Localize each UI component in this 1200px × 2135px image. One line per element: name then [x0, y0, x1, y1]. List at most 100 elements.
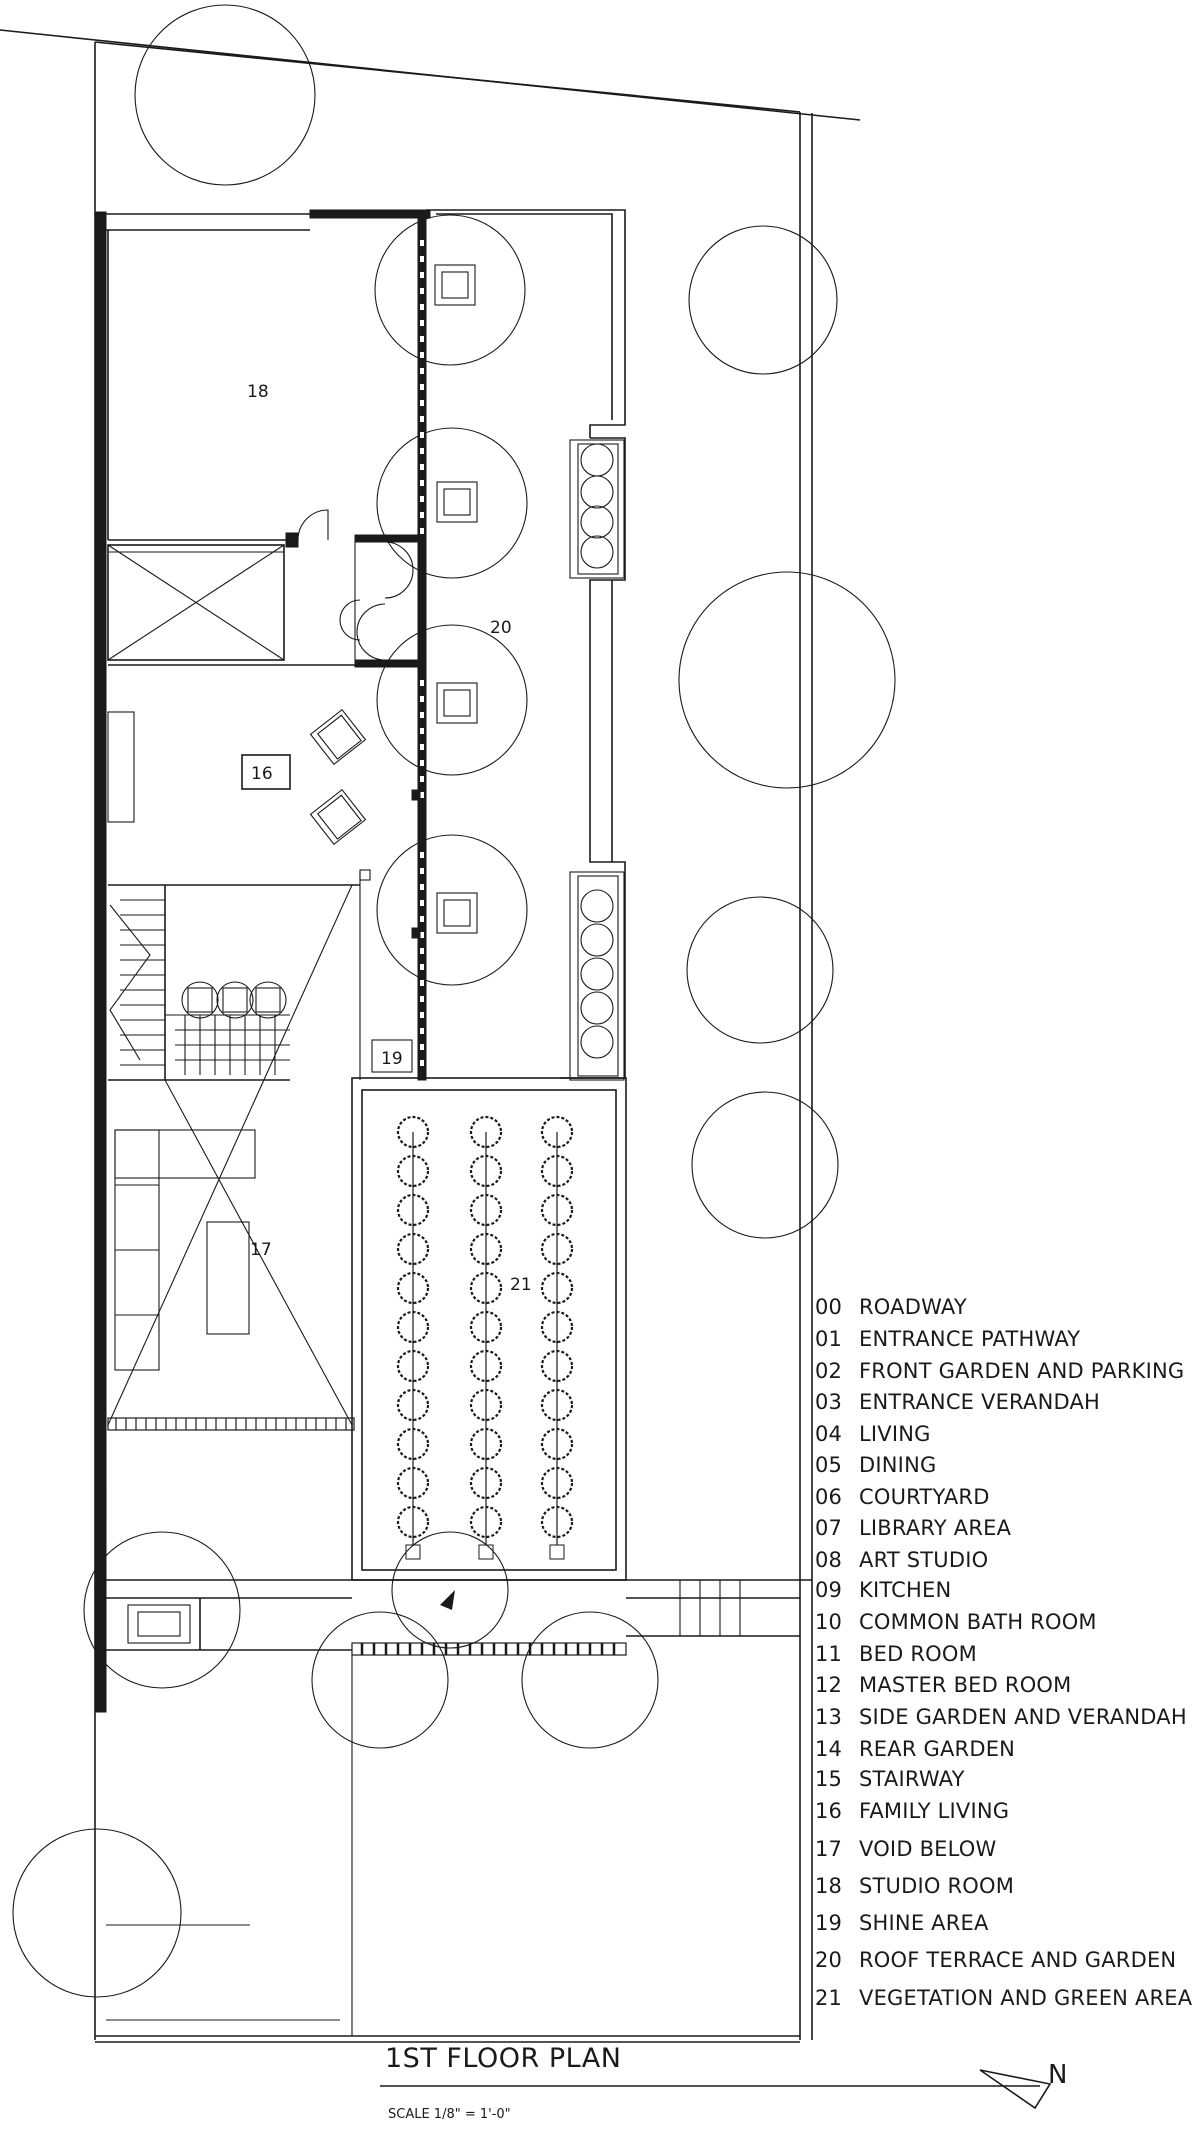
- legend-label: COURTYARD: [859, 1485, 990, 1509]
- legend-item: 10 COMMON BATH ROOM: [815, 1610, 1097, 1640]
- legend-number: 06: [815, 1485, 843, 1509]
- legend-label: VEGETATION AND GREEN AREA: [859, 1986, 1193, 2010]
- shrub-icon: [540, 1115, 574, 1149]
- legend-label: ROOF TERRACE AND GARDEN: [859, 1948, 1177, 1972]
- legend-item: 02 FRONT GARDEN AND PARKING: [815, 1359, 1184, 1389]
- legend-number: 01: [815, 1327, 843, 1351]
- north-arrow-icon: [979, 2069, 1052, 2110]
- room-tag-19: 19: [381, 1049, 403, 1069]
- lobby-doors: [339, 534, 421, 668]
- legend-label: STAIRWAY: [859, 1767, 965, 1791]
- shrub-icon: [396, 1115, 430, 1149]
- legend-number: 16: [815, 1799, 843, 1823]
- shrub-row-base: [549, 1544, 565, 1560]
- legend-number: 12: [815, 1673, 843, 1697]
- legend-item: 19 SHINE AREA: [815, 1911, 989, 1941]
- legend-number: 19: [815, 1911, 843, 1935]
- legend-number: 21: [815, 1986, 843, 2010]
- legend-item: 01 ENTRANCE PATHWAY: [815, 1327, 1080, 1357]
- shine-area: [371, 1039, 413, 1073]
- family-living-area: [107, 664, 420, 881]
- room-tags: 18 20 16 19 17 21: [247, 382, 532, 1295]
- shrub-row-base: [478, 1544, 494, 1560]
- legend-item: 20 ROOF TERRACE AND GARDEN: [815, 1948, 1176, 1978]
- legend-item: 18 STUDIO ROOM: [815, 1874, 1014, 1904]
- shrub-planter-upper: [569, 439, 625, 579]
- shrub-planter-lower: [569, 871, 625, 1081]
- legend-number: 18: [815, 1874, 843, 1898]
- legend-item: 16 FAMILY LIVING: [815, 1799, 1009, 1829]
- legend-number: 10: [815, 1610, 843, 1634]
- legend-item: 09 KITCHEN: [815, 1578, 951, 1608]
- legend-label: FRONT GARDEN AND PARKING: [859, 1359, 1185, 1383]
- legend-item: 11 BED ROOM: [815, 1642, 977, 1672]
- shrub-row-base: [405, 1544, 421, 1560]
- legend-number: 14: [815, 1737, 843, 1761]
- legend-number: 04: [815, 1422, 843, 1446]
- legend-number: 02: [815, 1359, 843, 1383]
- legend-label: ROADWAY: [859, 1295, 967, 1319]
- site-boundary: [0, 29, 861, 2043]
- legend-label: LIBRARY AREA: [859, 1516, 1012, 1540]
- legend-number: 07: [815, 1516, 843, 1540]
- legend-label: REAR GARDEN: [859, 1737, 1016, 1761]
- legend-label: SIDE GARDEN AND VERANDAH: [859, 1705, 1187, 1729]
- legend-label: ART STUDIO: [859, 1548, 989, 1572]
- legend-label: COMMON BATH ROOM: [859, 1610, 1097, 1634]
- void-below: [107, 884, 355, 1431]
- drawing-title: 1ST FLOOR PLAN: [385, 2043, 622, 2074]
- room-tag-16: 16: [251, 764, 273, 784]
- legend-number: 09: [815, 1578, 843, 1602]
- legend-item: 05 DINING: [815, 1453, 936, 1483]
- legend-number: 15: [815, 1767, 843, 1791]
- legend-item: 14 REAR GARDEN: [815, 1737, 1015, 1767]
- legend-number: 13: [815, 1705, 843, 1729]
- legend-item: 03 ENTRANCE VERANDAH: [815, 1390, 1100, 1420]
- main-wall: [95, 211, 107, 1713]
- legend-number: 11: [815, 1642, 843, 1666]
- room-tag-18: 18: [247, 382, 269, 402]
- legend-number: 08: [815, 1548, 843, 1572]
- legend-label: STUDIO ROOM: [859, 1874, 1015, 1898]
- legend-label: DINING: [859, 1453, 937, 1477]
- legend-label: ENTRANCE PATHWAY: [859, 1327, 1081, 1351]
- stairway: [108, 872, 361, 1081]
- room-tag-21: 21: [510, 1275, 532, 1295]
- tree-canopies: [12, 4, 896, 1998]
- legend-item: 15 STAIRWAY: [815, 1767, 965, 1797]
- legend-item: 12 MASTER BED ROOM: [815, 1673, 1071, 1703]
- legend-number: 17: [815, 1837, 843, 1861]
- shrub-icon: [469, 1115, 503, 1149]
- legend-item: 04 LIVING: [815, 1422, 931, 1452]
- vegetation-area: [351, 1077, 627, 1581]
- legend-label: KITCHEN: [859, 1578, 952, 1602]
- legend-label: BED ROOM: [859, 1642, 977, 1666]
- legend-label: MASTER BED ROOM: [859, 1673, 1072, 1697]
- legend-label: SHINE AREA: [859, 1911, 989, 1935]
- rear-courtyard: [106, 1579, 812, 2036]
- legend-label: ENTRANCE VERANDAH: [859, 1390, 1101, 1414]
- legend-item: 08 ART STUDIO: [815, 1548, 988, 1578]
- legend-item: 06 COURTYARD: [815, 1485, 990, 1515]
- legend-label: LIVING: [859, 1422, 931, 1446]
- room-tag-20: 20: [490, 618, 512, 638]
- legend-number: 03: [815, 1390, 843, 1414]
- legend-item: 17 VOID BELOW: [815, 1837, 997, 1867]
- scale-note: SCALE 1/8" = 1'-0": [388, 2107, 511, 2122]
- legend-label: VOID BELOW: [859, 1837, 997, 1861]
- legend-label: FAMILY LIVING: [859, 1799, 1010, 1823]
- legend-item: 07 LIBRARY AREA: [815, 1516, 1011, 1546]
- legend-number: 20: [815, 1948, 843, 1972]
- room-tag-17: 17: [250, 1240, 272, 1260]
- north-label: N: [1048, 2060, 1068, 2090]
- legend-item: 13 SIDE GARDEN AND VERANDAH: [815, 1705, 1187, 1735]
- roof-terrace-edges: [411, 209, 626, 1081]
- legend-number: 05: [815, 1453, 843, 1477]
- legend-item: 00 ROADWAY: [815, 1295, 967, 1325]
- legend-number: 00: [815, 1295, 843, 1319]
- tree-planters: [434, 264, 478, 934]
- void-opening-upper: [107, 544, 285, 661]
- studio-room: [106, 209, 431, 548]
- legend-item: 21 VEGETATION AND GREEN AREA: [815, 1986, 1192, 2016]
